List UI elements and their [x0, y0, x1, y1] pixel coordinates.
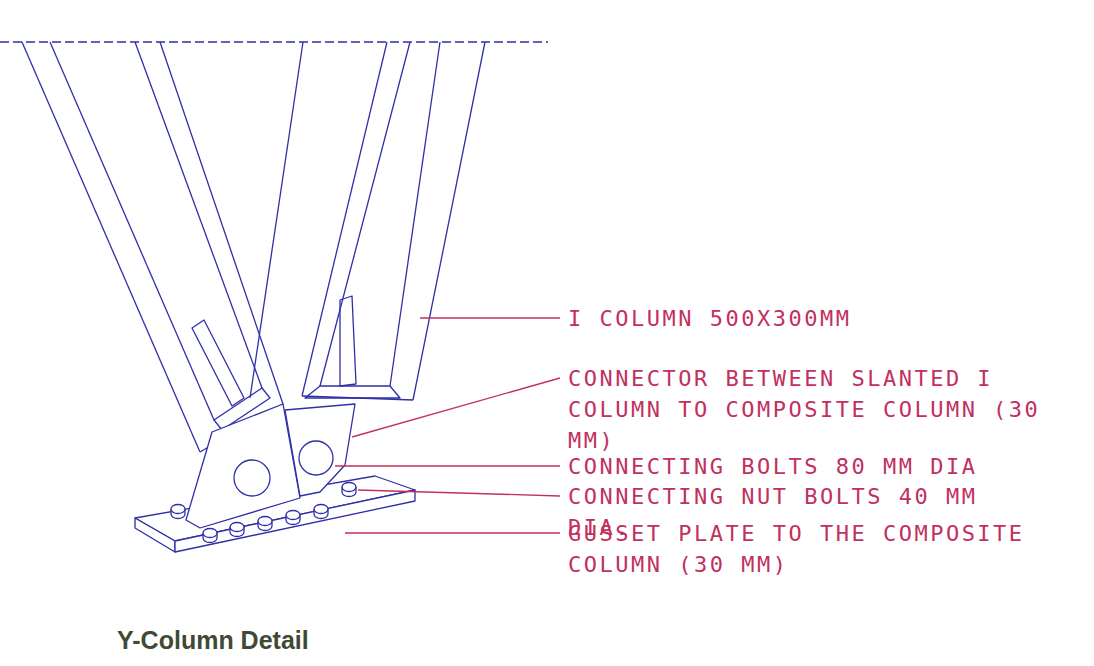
nut-bolt-head: [203, 529, 217, 538]
nut-bolt-head: [286, 511, 300, 520]
connecting-bolt: [299, 441, 333, 475]
nut-bolt: [171, 505, 185, 519]
callout-label: CONNECTOR BETWEEN SLANTED I COLUMN TO CO…: [568, 363, 1043, 456]
connector-lug: [285, 404, 355, 496]
leader-line: [352, 378, 560, 437]
callout-label: CONNECTING BOLTS 80 MM DIA: [568, 451, 1043, 482]
column-flange-edge: [302, 42, 387, 396]
column-flange-edge: [22, 42, 200, 452]
column-flange-edge: [390, 42, 440, 386]
connector-lug: [186, 404, 300, 528]
drawing-title: Y-Column Detail: [117, 626, 309, 655]
gusset-plate-side: [135, 518, 175, 552]
nut-bolt-head: [342, 483, 356, 492]
leader-line: [345, 532, 560, 533]
column-flange-edge: [250, 42, 303, 398]
column-flange-edge: [413, 42, 485, 400]
leader-line: [420, 317, 560, 318]
nut-bolt-row: [203, 483, 356, 543]
column-flange-edge: [135, 42, 262, 388]
column-flange-edge: [160, 42, 283, 404]
stiffener-plate: [340, 296, 356, 386]
leader-line: [335, 465, 560, 466]
nut-bolt-head: [314, 505, 328, 514]
column-end-edge: [302, 396, 413, 400]
column-flange-edge: [50, 42, 214, 420]
top-level-line: [0, 41, 548, 42]
stiffener-plate: [192, 320, 244, 406]
nut-bolt-head: [230, 523, 244, 532]
leader-line: [358, 490, 560, 496]
column-flange-edge: [320, 42, 410, 386]
nut-bolt-head: [258, 517, 272, 526]
connecting-bolt: [234, 460, 270, 496]
callout-label: GUSSET PLATE TO THE COMPOSITE COLUMN (30…: [568, 518, 1043, 580]
nut-bolt-head: [171, 505, 185, 514]
callout-label: I COLUMN 500X300MM: [568, 303, 1043, 334]
